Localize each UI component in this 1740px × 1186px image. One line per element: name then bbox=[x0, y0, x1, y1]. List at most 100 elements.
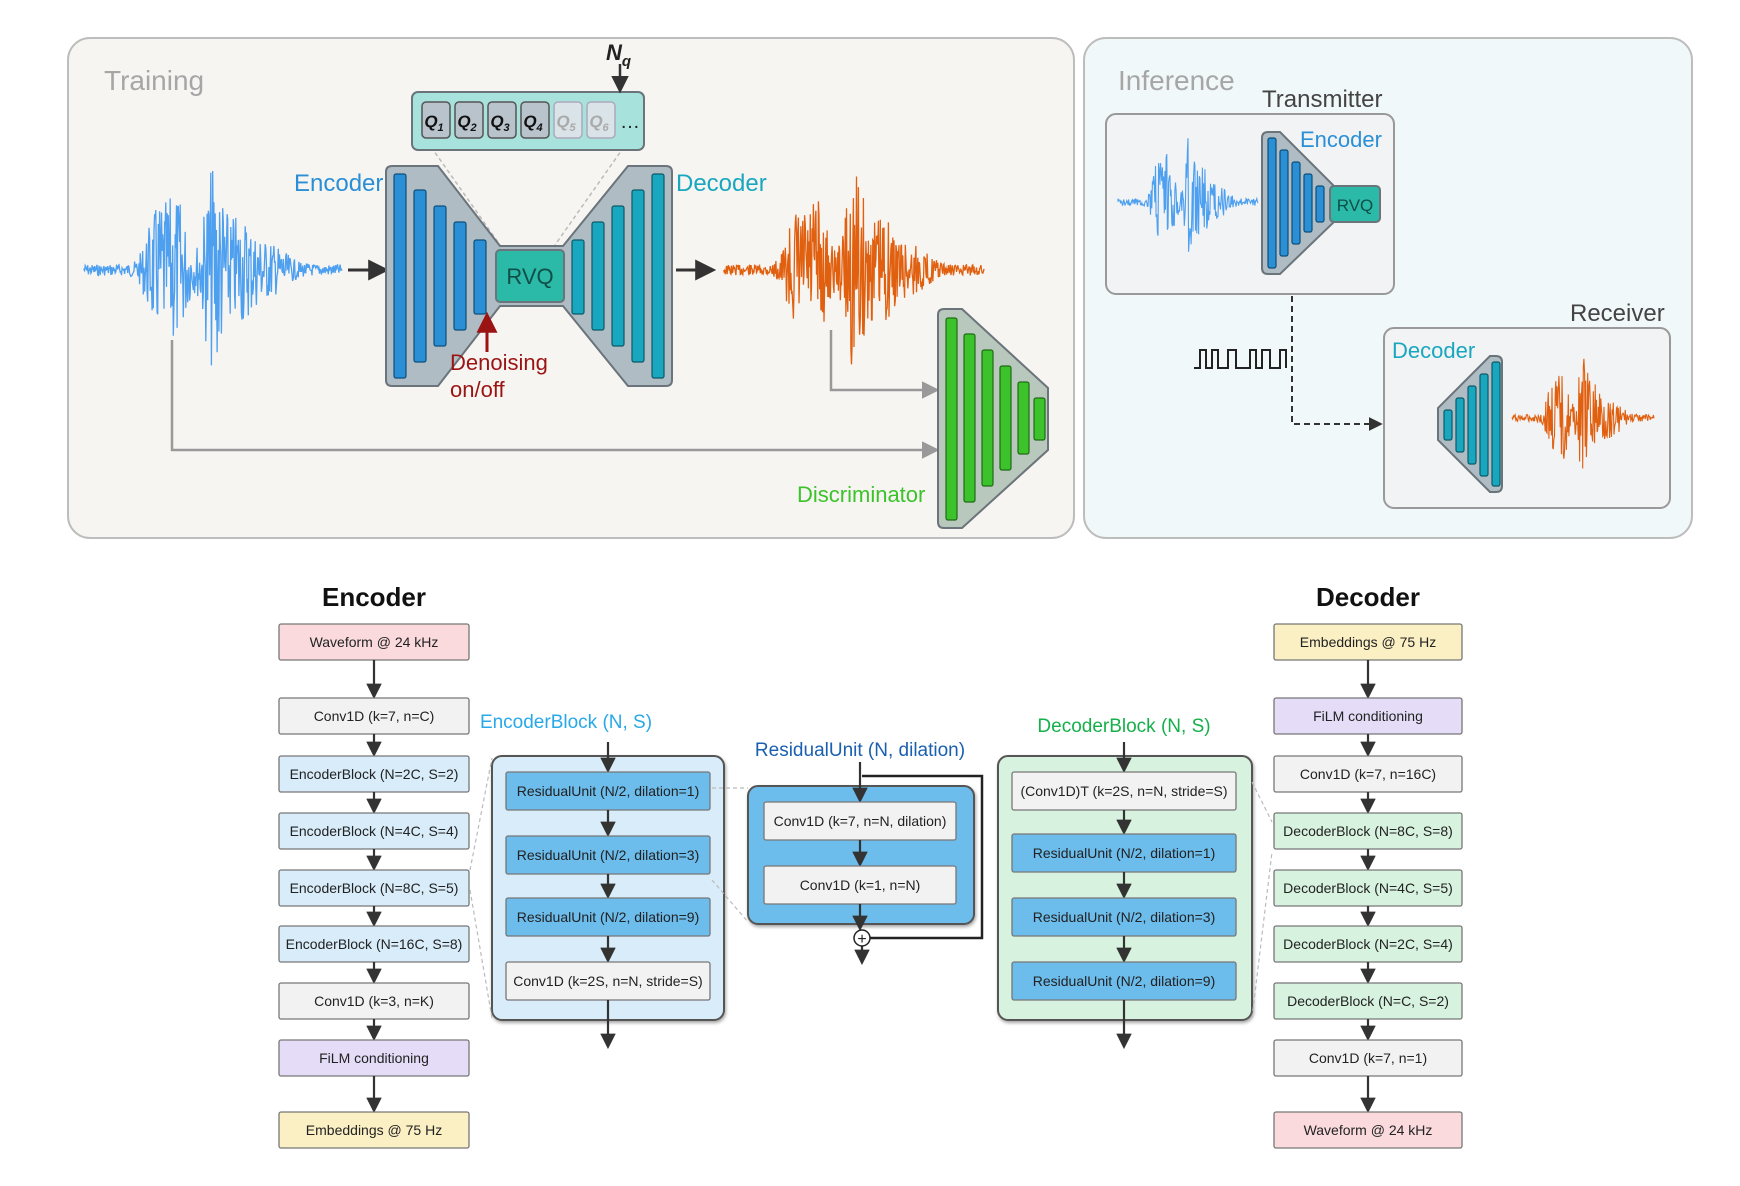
decoder-stack-title: Decoder bbox=[1316, 582, 1420, 612]
decoder-block-items: (Conv1D)T (k=2S, n=N, stride=S) ResidualU… bbox=[1011, 742, 1237, 1050]
encoder-layer-4 bbox=[453, 221, 467, 331]
encoder-stack-label-6: EncoderBlock (N=16C, S=8) bbox=[286, 936, 463, 952]
quantizer-label-1: Q1 bbox=[424, 112, 443, 134]
decoder-block-label-4: ResidualUnit (N/2, dilation=9) bbox=[1033, 973, 1215, 989]
inference-decoder-layer-2 bbox=[1455, 397, 1465, 453]
input-waveform bbox=[83, 170, 343, 366]
quantizer-box-6 bbox=[586, 101, 616, 139]
quantizer-box-5 bbox=[553, 101, 583, 139]
residual-unit-items: Conv1D (k=7, n=N, dilation) Conv1D (k=1, … bbox=[763, 762, 957, 966]
decoder-layer-5 bbox=[651, 173, 665, 379]
decoder-stack-label-5: DecoderBlock (N=4C, S=5) bbox=[1283, 880, 1453, 896]
encoder-block-title: EncoderBlock (N, S) bbox=[480, 712, 652, 733]
discriminator-layer-2 bbox=[963, 333, 976, 503]
inference-title: Inference bbox=[1118, 65, 1235, 96]
decoder-stack-label-9: Waveform @ 24 kHz bbox=[1304, 1122, 1433, 1138]
residual-sum-node bbox=[853, 929, 871, 947]
receiver-waveform bbox=[1511, 358, 1655, 469]
inference-rvq-block bbox=[1329, 185, 1381, 223]
inference-decoder-label: Decoder bbox=[1392, 338, 1475, 363]
decoder-block-label-3: ResidualUnit (N/2, dilation=3) bbox=[1033, 909, 1215, 925]
quantizer-ellipsis: … bbox=[620, 111, 640, 133]
quantizer-label-3: Q3 bbox=[490, 112, 509, 134]
decoder-layer-4 bbox=[631, 189, 645, 363]
quantizer-label-6: Q6 bbox=[589, 112, 609, 134]
decoder-layer-1 bbox=[571, 239, 585, 315]
denoising-label-line2: on/off bbox=[450, 377, 506, 402]
transmitter-label: Transmitter bbox=[1262, 86, 1382, 113]
discriminator-layer-1 bbox=[945, 317, 958, 521]
arrow-output-to-discriminator bbox=[829, 330, 940, 399]
inference-encoder-layer-4 bbox=[1303, 173, 1313, 233]
encoder-layer-5 bbox=[473, 239, 487, 315]
encoder-layers bbox=[393, 173, 487, 379]
inference-encoder-layer-5 bbox=[1315, 185, 1325, 223]
decoder-stack-label-8: Conv1D (k=7, n=1) bbox=[1309, 1050, 1427, 1066]
inference-decoder-layer-5 bbox=[1491, 361, 1501, 487]
denoising-label-line1: Denoising bbox=[450, 350, 548, 375]
inference-encoder-layer-3 bbox=[1291, 161, 1301, 245]
encoder-block-label-4: Conv1D (k=2S, n=N, stride=S) bbox=[513, 973, 702, 989]
training-encoder-label: Encoder bbox=[294, 170, 383, 197]
residual-unit-label-1: Conv1D (k=7, n=N, dilation) bbox=[774, 813, 947, 829]
encoder-stack-label-3: EncoderBlock (N=2C, S=2) bbox=[290, 766, 459, 782]
encoder-layer-1 bbox=[393, 173, 407, 379]
arrow-input-to-discriminator bbox=[170, 340, 940, 459]
quantizer-box-4 bbox=[520, 101, 550, 139]
decoder-block-title: DecoderBlock (N, S) bbox=[1037, 716, 1210, 737]
encoder-block-items: ResidualUnit (N/2, dilation=1) ResidualUn… bbox=[505, 742, 711, 1050]
arrow-transmitter-to-receiver bbox=[1291, 296, 1383, 431]
discriminator-layer-5 bbox=[1017, 381, 1030, 455]
residual-unit-label-2: Conv1D (k=1, n=N) bbox=[800, 877, 921, 893]
inference-decoder-layer-4 bbox=[1479, 373, 1489, 477]
encoder-stack-label-7: Conv1D (k=3, n=K) bbox=[314, 993, 434, 1009]
residual-skip-connection bbox=[862, 774, 984, 940]
decoder-block-label-2: ResidualUnit (N/2, dilation=1) bbox=[1033, 845, 1215, 861]
decoder-stack-label-4: DecoderBlock (N=8C, S=8) bbox=[1283, 823, 1453, 839]
decoder-block-label-1: (Conv1D)T (k=2S, n=N, stride=S) bbox=[1020, 783, 1227, 799]
discriminator-layer-3 bbox=[981, 349, 994, 487]
residual-unit-title: ResidualUnit (N, dilation) bbox=[755, 740, 965, 761]
transmitter-waveform bbox=[1117, 138, 1259, 252]
decoder-layer-2 bbox=[591, 221, 605, 331]
encoder-stack-label-5: EncoderBlock (N=8C, S=5) bbox=[290, 880, 459, 896]
decoder-stack: Embeddings @ 75 Hz FiLM conditioningConv1… bbox=[1273, 623, 1463, 1149]
transmitter-box bbox=[1105, 113, 1395, 295]
encoder-block-label-2: ResidualUnit (N/2, dilation=3) bbox=[517, 847, 699, 863]
decoder-layers bbox=[571, 173, 665, 379]
quantizer-label-4: Q4 bbox=[523, 112, 542, 134]
nq-label: Nq bbox=[606, 40, 631, 70]
encoder-layer-3 bbox=[433, 205, 447, 347]
training-decoder-label: Decoder bbox=[676, 170, 767, 197]
residual-sum-symbol: + bbox=[857, 931, 866, 948]
receiver-box bbox=[1383, 327, 1671, 509]
discriminator-label: Discriminator bbox=[797, 482, 925, 507]
quantizer-box-3 bbox=[487, 101, 517, 139]
inference-decoder-layer-1 bbox=[1443, 409, 1453, 441]
encoder-stack-label-4: EncoderBlock (N=4C, S=4) bbox=[290, 823, 459, 839]
quantizer-label-5: Q5 bbox=[556, 112, 576, 134]
quantizer-box-1 bbox=[421, 101, 451, 139]
decoder-stack-label-2: FiLM conditioning bbox=[1313, 708, 1423, 724]
encoder-stack-label-9: Embeddings @ 75 Hz bbox=[306, 1122, 442, 1138]
decoder-stack-label-1: Embeddings @ 75 Hz bbox=[1300, 634, 1436, 650]
inference-decoder-layers bbox=[1443, 361, 1501, 487]
encoder-stack-box-9 bbox=[278, 1111, 470, 1149]
rvq-block bbox=[495, 249, 565, 303]
bitstream-icon bbox=[1194, 349, 1287, 369]
discriminator-layer-6 bbox=[1033, 397, 1046, 441]
inference-panel: Inference Transmitter RVQ Encoder Receiv… bbox=[1083, 37, 1693, 539]
discriminator-layers bbox=[945, 317, 1046, 521]
encoder-stack-title: Encoder bbox=[322, 582, 426, 612]
output-waveform bbox=[723, 176, 985, 365]
inference-rvq-label: RVQ bbox=[1337, 196, 1374, 215]
zoom-guides bbox=[469, 757, 1273, 1019]
rvq-label: RVQ bbox=[506, 264, 553, 289]
encoder-block-label-1: ResidualUnit (N/2, dilation=1) bbox=[517, 783, 699, 799]
discriminator-layer-4 bbox=[999, 365, 1012, 471]
